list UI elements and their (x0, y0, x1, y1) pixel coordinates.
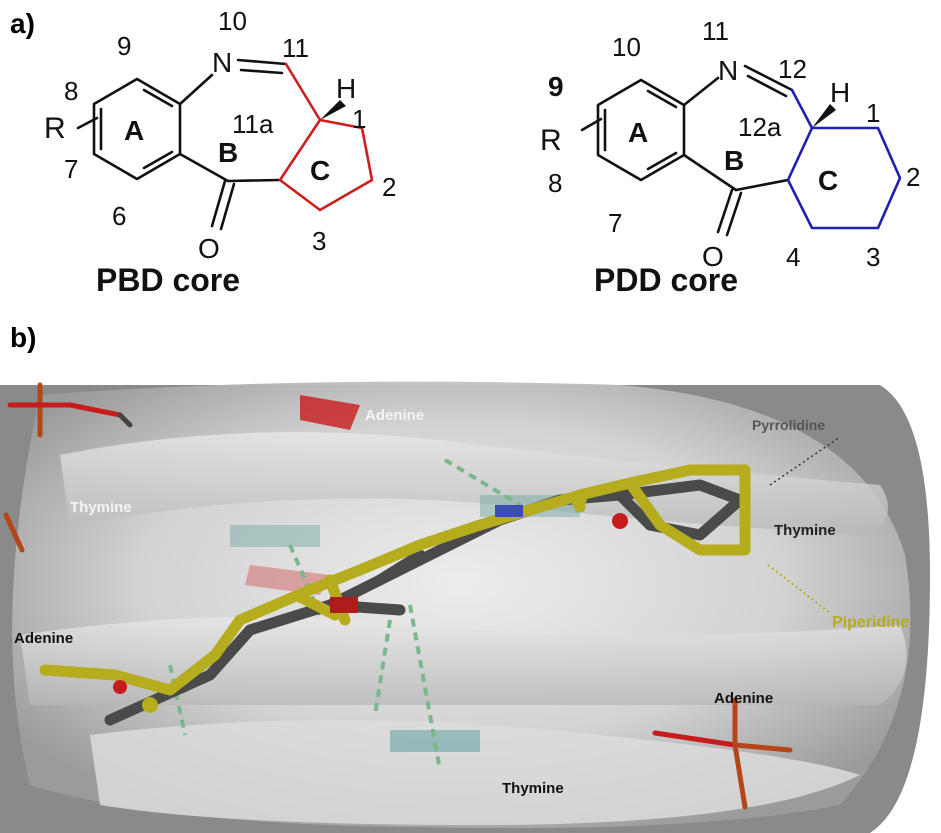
label-adenine-right: Adenine (714, 690, 773, 707)
pbd-r: R (44, 112, 66, 145)
pbd-num-10: 10 (218, 6, 247, 36)
pdd-core-structure (580, 64, 794, 237)
label-thymine-bottom: Thymine (502, 780, 564, 797)
pbd-ring-c (278, 62, 374, 212)
dna-upper-band (60, 432, 888, 535)
panel-a-label: a) (10, 8, 35, 39)
pdd-ring-c-label: C (818, 165, 838, 196)
base-teal-bottom (390, 730, 480, 752)
pdd-num-4: 4 (786, 242, 800, 272)
pdd-num-12: 12 (778, 54, 807, 84)
carbon-atom-ring (573, 492, 587, 506)
pdd-num-1: 1 (866, 98, 880, 128)
pdd-ring-c (786, 88, 902, 230)
phosphate-left-edge (3, 512, 25, 553)
pdd-wedge (812, 104, 836, 128)
pdd-ring-a-label: A (628, 117, 648, 148)
pyrrolidine-leader (769, 436, 841, 486)
pdd-ring-b-label: B (724, 145, 744, 176)
base-pair-red-top (300, 395, 360, 430)
phosphate-top-left (7, 382, 133, 438)
nitrogen-atom (495, 505, 523, 517)
oxygen-atom-left (113, 680, 127, 694)
pbd-num-11a: 11a (232, 109, 274, 139)
label-thymine-left: Thymine (70, 499, 132, 516)
pbd-num-1: 1 (352, 104, 366, 134)
pdd-num-3: 3 (866, 242, 880, 272)
label-pyrrolidine: Pyrrolidine (752, 417, 825, 433)
pbd-num-3: 3 (312, 226, 326, 256)
pbd-core-title: PBD core (96, 262, 240, 298)
pdd-num-7: 7 (608, 208, 622, 238)
pdd-num-9: 9 (548, 71, 564, 102)
pbd-num-2: 2 (382, 172, 396, 202)
pdd-num-2: 2 (906, 162, 920, 192)
panel-b-docking-image: Adenine Thymine Pyrrolidine Thymine Aden… (0, 381, 930, 833)
pdd-num-10: 10 (612, 32, 641, 62)
pdd-num-12a: 12a (738, 112, 782, 142)
carbon-atom-left (142, 697, 158, 713)
oxygen-atom-center (330, 597, 358, 613)
pbd-core-structure (76, 58, 288, 231)
pbd-num-9: 9 (117, 31, 131, 61)
pdd-core-title: PDD core (594, 262, 738, 298)
pdd-r: R (540, 124, 562, 157)
pbd-num-7: 7 (64, 154, 78, 184)
pbd-num-6: 6 (112, 201, 126, 231)
label-adenine-left: Adenine (14, 630, 73, 647)
pbd-o: O (198, 233, 220, 264)
oxygen-atom-ring (612, 513, 628, 529)
pdd-num-11: 11 (702, 16, 729, 46)
pbd-n: N (212, 47, 232, 78)
pbd-wedge (320, 100, 346, 120)
panel-b-label: b) (10, 322, 37, 353)
pbd-ring-c-label: C (310, 155, 330, 186)
pbd-ring-b-label: B (218, 137, 238, 168)
label-piperidine: Piperidine (832, 614, 909, 631)
pbd-h: H (336, 73, 356, 104)
piperidine-leader (767, 564, 831, 614)
panel-a-structures: 9 8 7 6 10 11 11a 1 2 3 R N H O A B C PB… (44, 6, 920, 298)
label-thymine-right: Thymine (774, 522, 836, 539)
pdd-n: N (718, 55, 738, 86)
dna-bottom-band (90, 720, 860, 825)
pdd-num-8: 8 (548, 168, 562, 198)
base-teal-left (230, 525, 320, 547)
pbd-ring-a-label: A (124, 115, 144, 146)
label-adenine-top: Adenine (365, 407, 424, 424)
pbd-num-11: 11 (282, 33, 309, 63)
pdd-h: H (830, 77, 850, 108)
pdd-o: O (702, 241, 724, 272)
pbd-num-8: 8 (64, 76, 78, 106)
phosphate-bottom-right (652, 697, 793, 810)
